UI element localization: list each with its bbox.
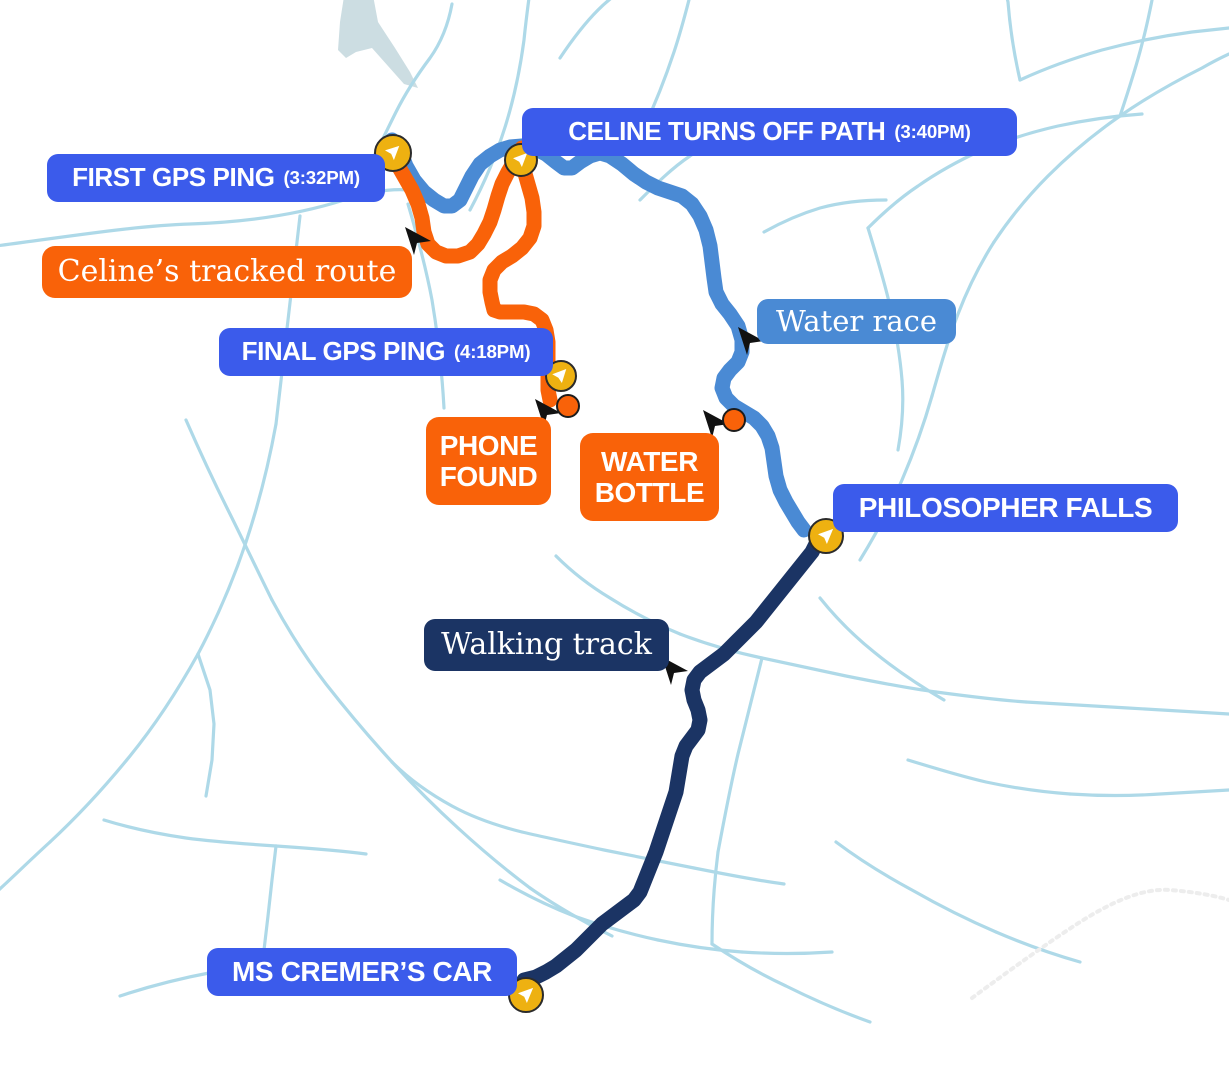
location-arrow-icon	[818, 528, 834, 544]
label-ms-cremers-car-text: MS CREMER’S CAR	[231, 956, 492, 988]
label-final-gps-ping-main: FINAL GPS PING	[241, 336, 446, 367]
route-walking-track	[516, 532, 826, 988]
label-water-bottle-line2: BOTTLE	[594, 477, 705, 508]
location-arrow-icon	[518, 987, 534, 1003]
marker-first-gps-ping[interactable]	[374, 134, 412, 172]
label-first-gps-ping-time: (3:32PM)	[283, 167, 361, 189]
marker-phone-found[interactable]	[556, 394, 580, 418]
location-arrow-icon	[384, 145, 400, 161]
label-water-race-text: Water race	[775, 304, 938, 339]
label-phone-found[interactable]: PHONE FOUND	[426, 417, 551, 505]
route-water-race	[384, 132, 812, 538]
label-celine-turns-off-path-main: CELINE TURNS OFF PATH	[568, 116, 886, 147]
label-celine-turns-off-path[interactable]: CELINE TURNS OFF PATH (3:40PM)	[522, 108, 1017, 156]
location-arrow-icon	[552, 369, 567, 383]
label-phone-found-line1: PHONE	[439, 429, 538, 461]
marker-water-bottle[interactable]	[722, 408, 746, 432]
label-ms-cremers-car[interactable]: MS CREMER’S CAR	[207, 948, 517, 996]
label-celine-turns-off-path-time: (3:40PM)	[894, 121, 971, 143]
label-walking-track-text: Walking track	[441, 627, 652, 663]
label-water-bottle-line1: WATER	[600, 445, 699, 477]
label-final-gps-ping[interactable]: FINAL GPS PING (4:18PM)	[219, 328, 553, 376]
label-first-gps-ping-main: FIRST GPS PING	[72, 162, 275, 193]
label-final-gps-ping-time: (4:18PM)	[454, 341, 531, 363]
water-body-polygon	[338, 0, 418, 88]
label-water-race[interactable]: Water race	[757, 299, 956, 344]
label-first-gps-ping[interactable]: FIRST GPS PING (3:32PM)	[47, 154, 385, 202]
location-arrow-icon	[513, 152, 528, 168]
label-walking-track[interactable]: Walking track	[424, 619, 669, 671]
label-phone-found-line2: FOUND	[439, 461, 538, 492]
label-water-bottle[interactable]: WATER BOTTLE	[580, 433, 719, 521]
label-celines-tracked-route-text: Celine’s tracked route	[57, 254, 397, 290]
label-philosopher-falls-text: PHILOSOPHER FALLS	[858, 492, 1153, 524]
label-philosopher-falls[interactable]: PHILOSOPHER FALLS	[833, 484, 1178, 532]
label-celines-tracked-route[interactable]: Celine’s tracked route	[42, 246, 412, 298]
boundary-dotted-line	[970, 887, 1229, 1000]
